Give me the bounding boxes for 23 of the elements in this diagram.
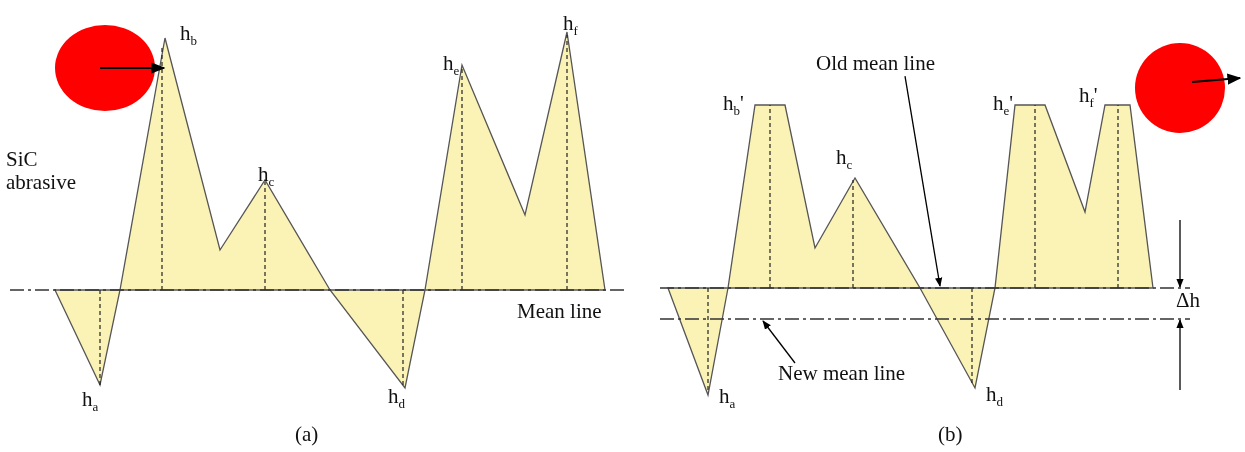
peak-label: h$_{c}$ xyxy=(836,146,853,173)
leader-line xyxy=(904,75,943,287)
valley-label: h$_{d}$ xyxy=(388,385,405,412)
leader-line xyxy=(762,320,796,364)
panel-label: (a) xyxy=(295,423,319,447)
peak-label: h$_{c}$ xyxy=(258,163,275,190)
line-label: Mean line xyxy=(517,300,602,324)
peak-label: h$_{f}$ xyxy=(563,12,578,39)
mean-line xyxy=(659,287,1191,289)
peak-label: h$_{f}$' xyxy=(1079,84,1098,111)
peak-label: h$_{b}$ xyxy=(180,22,197,49)
valley-label: h$_{a}$ xyxy=(82,388,99,415)
mean-line xyxy=(659,318,1191,320)
leader-label: Old mean line xyxy=(816,52,935,76)
valley-label: h$_{d}$ xyxy=(986,383,1003,410)
peak-label: h$_{b}$' xyxy=(723,92,744,119)
part-label: SiC abrasive xyxy=(6,148,77,195)
peak-label: h$_{e}$' xyxy=(993,92,1014,119)
panel-label: (b) xyxy=(938,423,963,447)
leader-label: New mean line xyxy=(778,362,906,386)
peak-label: h$_{e}$ xyxy=(443,52,460,79)
valley-label: h$_{a}$ xyxy=(719,385,736,412)
dimension-label: Δh xyxy=(1176,289,1200,313)
